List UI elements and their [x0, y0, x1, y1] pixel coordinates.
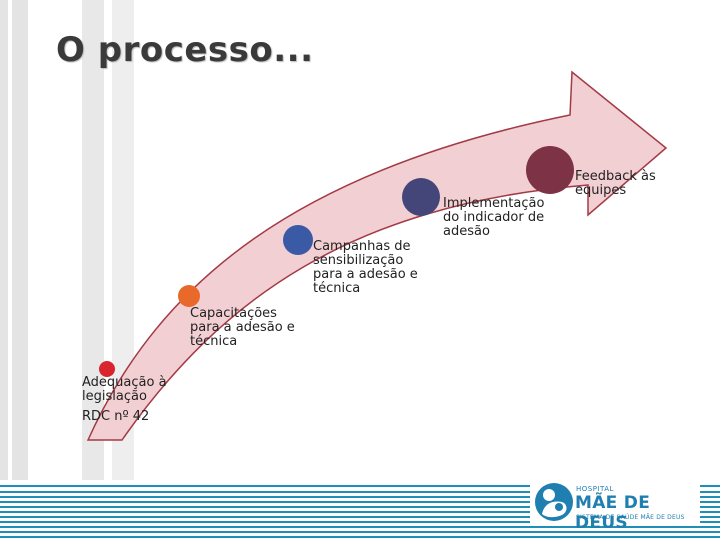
- step-label-line: RDC nº 42: [82, 409, 150, 424]
- footer-line: [0, 526, 720, 528]
- step-label-line: técnica: [190, 334, 238, 349]
- slide-title: O processo...: [56, 30, 314, 70]
- footer-line: [0, 531, 720, 533]
- decorative-stripe: [82, 0, 104, 480]
- footer-line: [0, 491, 720, 493]
- decorative-stripe: [112, 0, 134, 480]
- step-label-legislation: Adequação à legislação RDC nº 42: [82, 376, 167, 424]
- step-label-line: técnica: [313, 281, 361, 296]
- step-label-feedback: Feedback às equipes: [575, 170, 656, 198]
- step-label-line: Implementação: [443, 196, 545, 211]
- footer-line: [0, 536, 720, 538]
- step-label-line: Capacitações: [190, 306, 277, 321]
- hospital-logo: HOSPITAL MÃE DE DEUS SISTEMA DE SAÚDE MÃ…: [530, 476, 700, 533]
- decorative-stripe: [12, 0, 28, 480]
- step-dot: [402, 178, 440, 216]
- footer-line: [0, 521, 720, 523]
- step-label-line: equipes: [575, 183, 627, 198]
- step-label-line: Feedback às: [575, 169, 656, 184]
- footer-stripes: [0, 483, 720, 540]
- decorative-stripe: [0, 0, 8, 480]
- step-dot: [283, 225, 313, 255]
- footer-line: [0, 511, 720, 513]
- step-label-line: Adequação à: [82, 375, 167, 390]
- step-label-indicator: Implementação do indicador de adesão: [443, 197, 544, 239]
- footer-line: [0, 501, 720, 503]
- step-label-line: Campanhas de: [313, 239, 411, 254]
- step-label-line: adesão: [443, 224, 490, 239]
- step-label-training: Capacitações para a adesão e técnica: [190, 307, 295, 349]
- step-dot: [99, 361, 115, 377]
- step-label-line: legislação: [82, 389, 147, 404]
- logo-name: MÃE DE DEUS: [575, 493, 651, 533]
- step-dot: [526, 146, 574, 194]
- step-label-line: do indicador de: [443, 210, 545, 225]
- logo-tagline: SISTEMA DE SAÚDE MÃE DE DEUS: [576, 514, 685, 521]
- step-label-campaigns: Campanhas de sensibilização para a adesã…: [313, 240, 418, 296]
- step-label-line: para a adesão e: [190, 320, 295, 335]
- footer-line: [0, 485, 720, 487]
- step-label-line: para a adesão e: [313, 267, 418, 282]
- footer-line: [0, 506, 720, 508]
- step-dot: [178, 285, 200, 307]
- logo-hospital-word: HOSPITAL: [576, 485, 614, 493]
- step-label-line: sensibilização: [313, 253, 404, 268]
- footer-line: [0, 496, 720, 498]
- mother-child-icon: [535, 483, 573, 521]
- footer-line: [0, 516, 720, 518]
